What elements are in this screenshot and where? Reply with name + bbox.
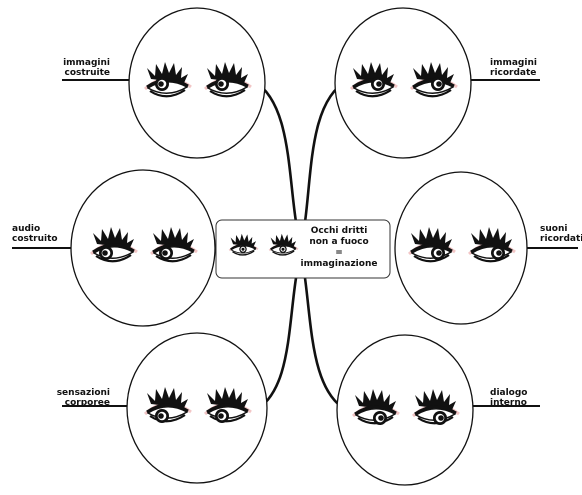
label-top-left: immagini costruite	[30, 58, 110, 78]
label-mid-right-line-1: suoni	[540, 224, 582, 234]
label-top-right: immagini ricordate	[490, 58, 570, 78]
label-bottom-left: sensazioni corporee	[28, 388, 110, 408]
label-top-left-line-2: costruite	[30, 68, 110, 78]
label-mid-left-line-1: audio	[12, 224, 82, 234]
center-line-3: =	[293, 248, 385, 259]
label-bottom-left-line-1: sensazioni	[28, 388, 110, 398]
center-line-1: Occhi dritti	[293, 226, 385, 237]
label-bottom-right-line-1: dialogo	[490, 388, 570, 398]
label-mid-right: suoni ricordati	[540, 224, 582, 244]
node-top-left	[62, 8, 265, 158]
label-top-right-line-1: immagini	[490, 58, 570, 68]
label-bottom-right: dialogo interno	[490, 388, 570, 408]
node-bottom-left	[62, 333, 267, 483]
label-top-right-line-2: ricordate	[490, 68, 570, 78]
label-mid-left-line-2: costruito	[12, 234, 82, 244]
label-top-left-line-1: immagini	[30, 58, 110, 68]
center-text: Occhi dritti non a fuoco = immaginazione	[293, 226, 385, 270]
node-mid-left	[12, 170, 215, 326]
node-mid-right	[395, 172, 578, 324]
label-bottom-left-line-2: corporee	[28, 398, 110, 408]
label-mid-right-line-2: ricordati	[540, 234, 582, 244]
label-bottom-right-line-2: interno	[490, 398, 570, 408]
node-bottom-right	[337, 335, 540, 485]
center-line-2: non a fuoco	[293, 237, 385, 248]
label-mid-left: audio costruito	[12, 224, 82, 244]
center-line-4: immaginazione	[293, 259, 385, 270]
node-top-right	[335, 8, 540, 158]
